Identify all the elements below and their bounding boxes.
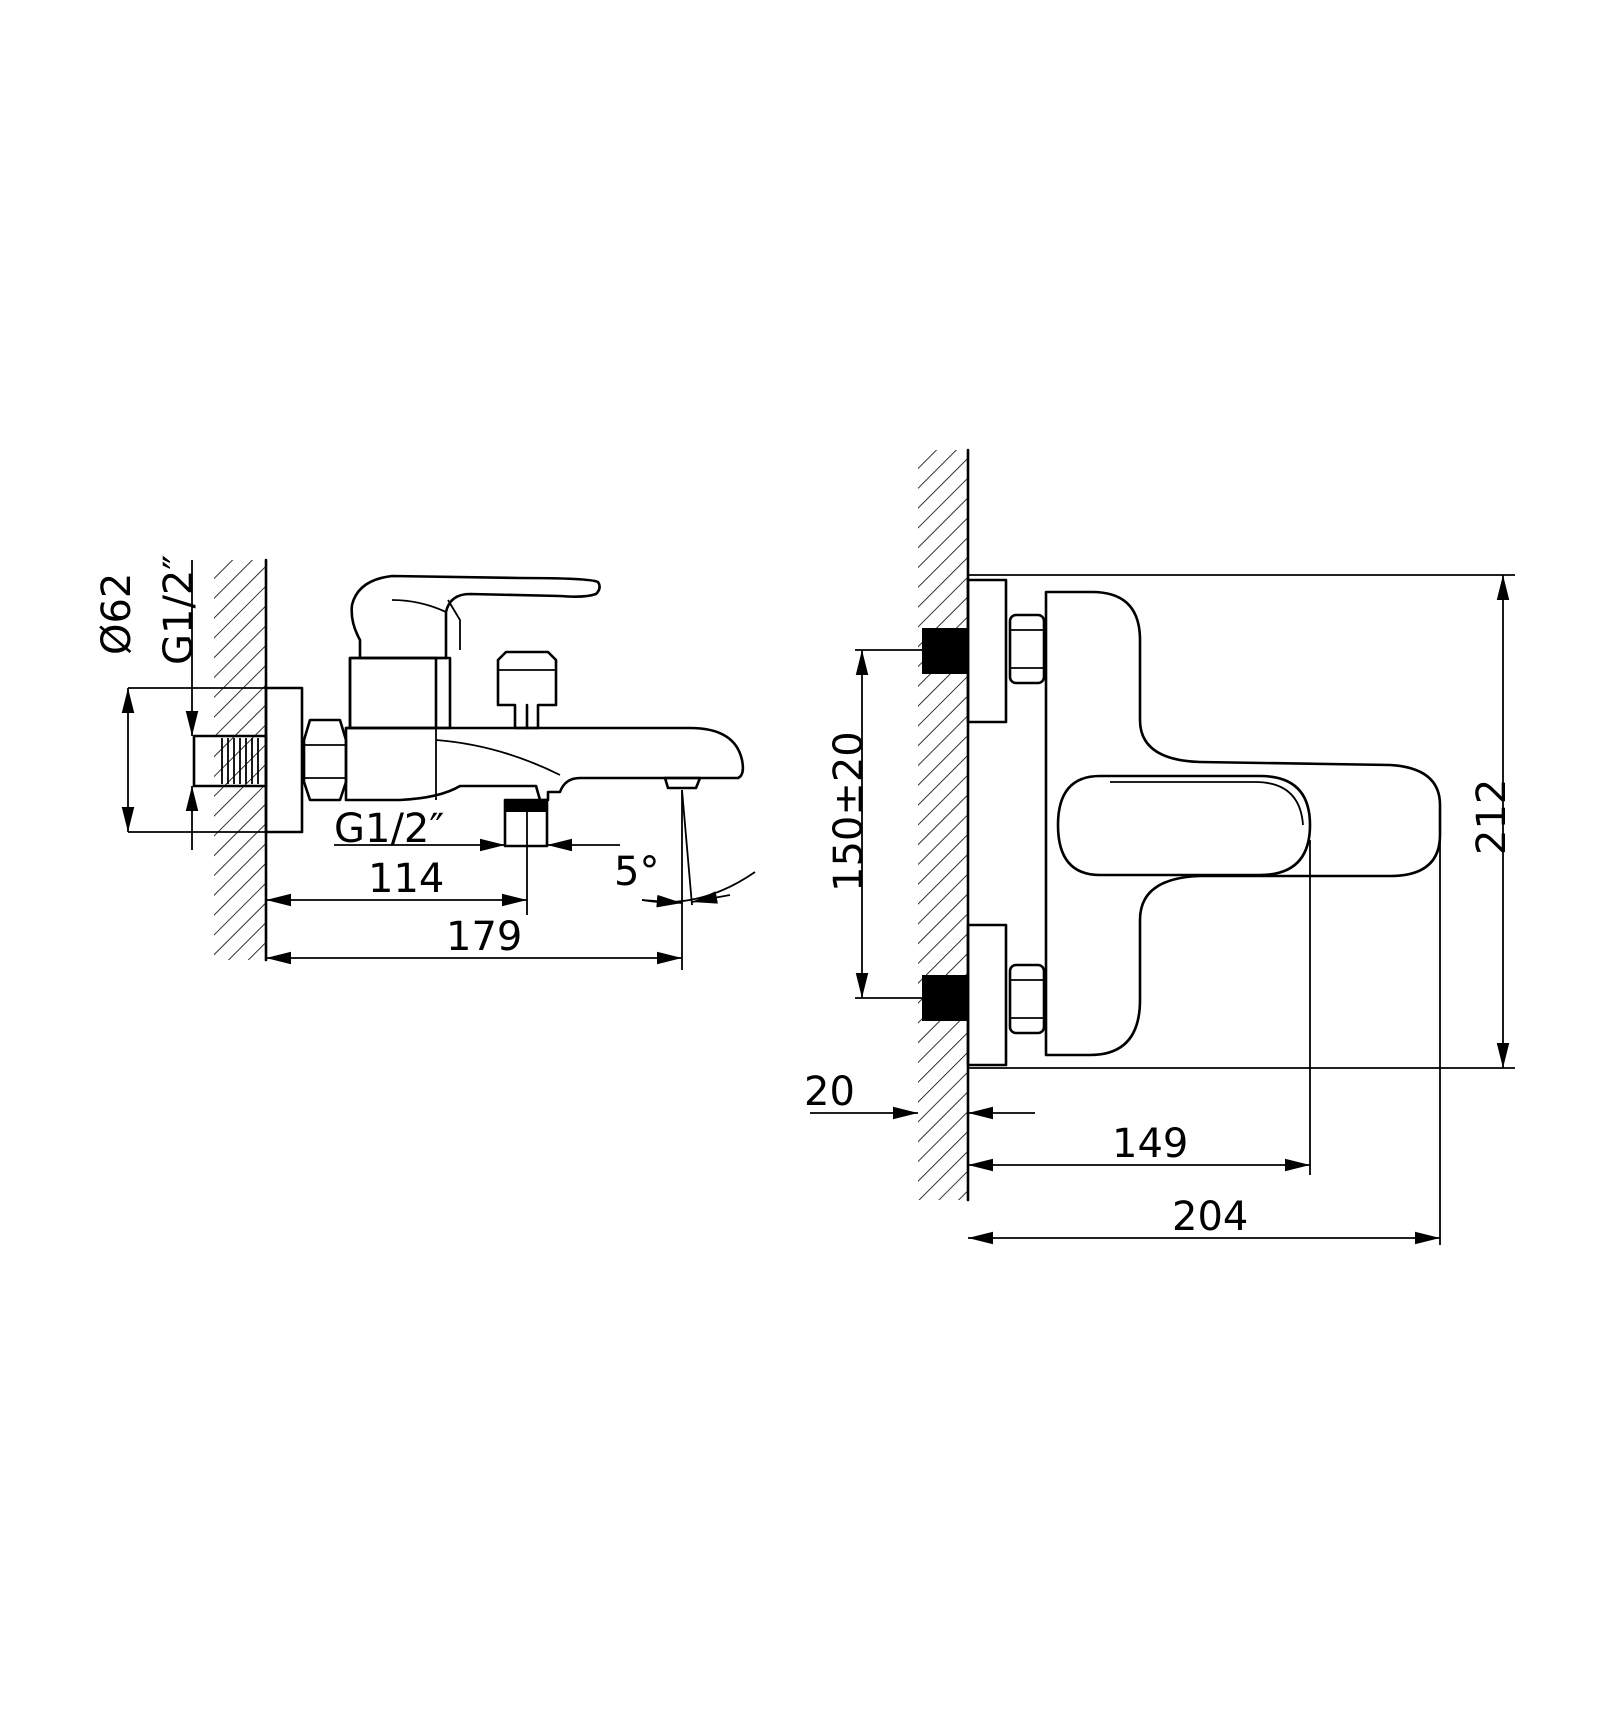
threaded-connector bbox=[192, 734, 268, 788]
dim-212-label: 212 bbox=[1469, 779, 1515, 855]
diverter-knob bbox=[496, 650, 558, 730]
dim-149-label: 149 bbox=[1112, 1121, 1188, 1167]
hex-nut bbox=[302, 718, 348, 802]
bottom-eccentric-connector bbox=[922, 975, 968, 1021]
top-nut bbox=[1008, 613, 1046, 685]
lever-handle bbox=[350, 574, 601, 660]
dim-150-label: 150±20 bbox=[826, 731, 872, 892]
aerator bbox=[663, 776, 702, 790]
faucet-body bbox=[344, 656, 438, 730]
front-wall-hatch bbox=[918, 450, 968, 1200]
side-view: Ø62 G1/2″ G1/2″ 114 179 5° bbox=[94, 555, 756, 970]
angle-5-label: 5° bbox=[614, 849, 659, 895]
dim-114-label: 114 bbox=[368, 856, 444, 902]
front-view: 212 150±20 20 149 204 bbox=[804, 448, 1515, 1245]
front-lever bbox=[1056, 774, 1312, 877]
top-eccentric-connector bbox=[922, 628, 968, 674]
dim-204-label: 204 bbox=[1172, 1194, 1248, 1240]
front-body-outline bbox=[1044, 590, 1442, 1057]
connector-threads bbox=[221, 738, 259, 784]
spout bbox=[344, 726, 745, 802]
top-escutcheon bbox=[966, 578, 1008, 724]
thread-top-label: G1/2″ bbox=[156, 555, 202, 665]
wall-flange bbox=[264, 686, 304, 834]
bottom-escutcheon bbox=[966, 923, 1008, 1067]
outlet-thread-band bbox=[505, 800, 547, 812]
dim-179-label: 179 bbox=[446, 914, 522, 960]
dim-20-label: 20 bbox=[804, 1069, 855, 1115]
bottom-nut bbox=[1008, 963, 1046, 1035]
diameter-62-label: Ø62 bbox=[94, 573, 140, 655]
